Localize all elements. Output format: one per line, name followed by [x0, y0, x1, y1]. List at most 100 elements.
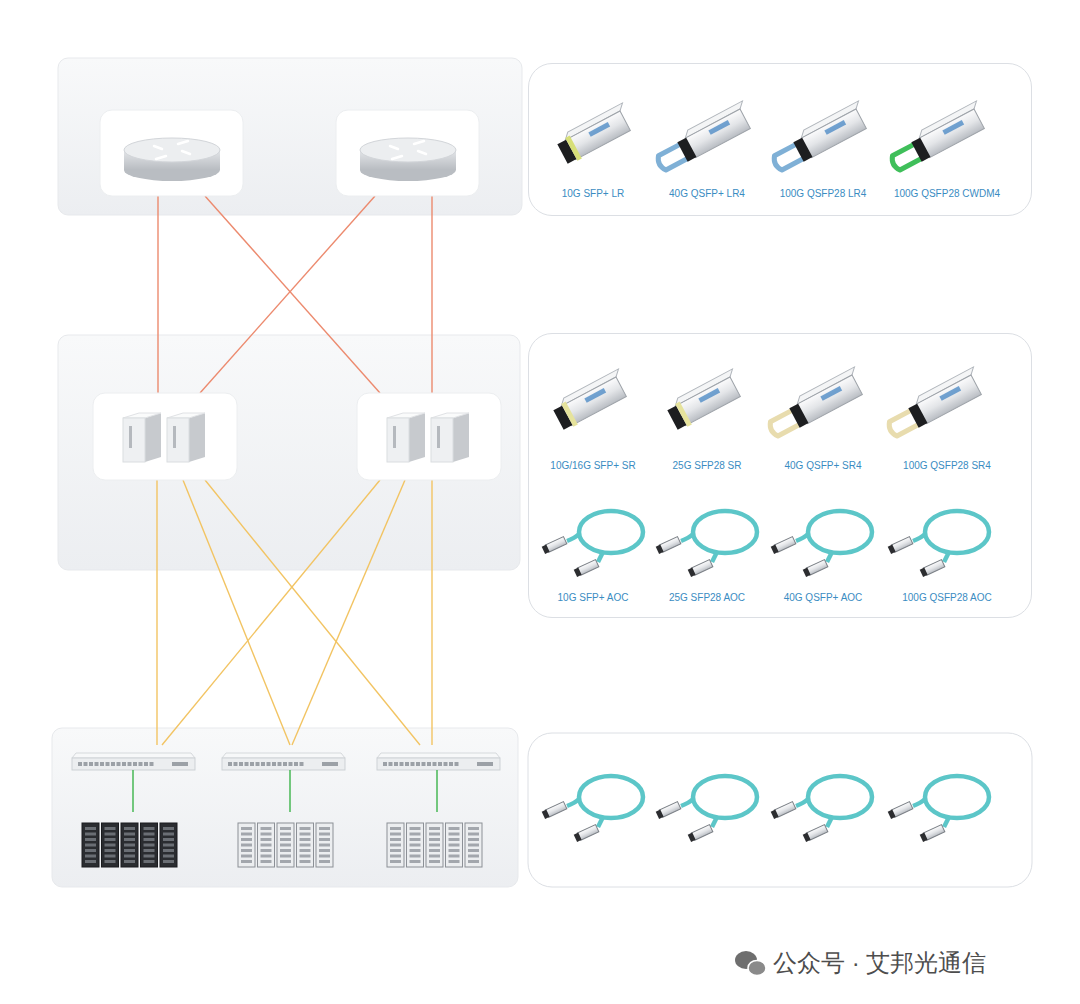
router-top: [124, 138, 220, 162]
product-label: 100G QSFP28 CWDM4: [894, 188, 1000, 200]
cable-tail: [712, 552, 717, 562]
product-label: 100G QSFP28 LR4: [780, 188, 867, 200]
rack-slot: [280, 844, 291, 847]
switch-cube: [167, 413, 205, 462]
rack-slot: [124, 849, 135, 852]
aoc-connector: [803, 825, 828, 842]
aoc-connector: [542, 802, 567, 819]
switch-port: [278, 762, 282, 766]
cable-panel: [528, 733, 1032, 887]
switch-port: [111, 762, 115, 766]
rack-slot: [449, 860, 460, 863]
switch-port: [383, 762, 387, 766]
rack-slot: [468, 849, 479, 852]
rack-body: [121, 823, 138, 867]
cable-tail: [944, 552, 949, 562]
server-rack: [387, 823, 404, 867]
connector-tip: [574, 568, 582, 577]
rack-body: [297, 823, 314, 867]
aoc-connector: [688, 825, 713, 842]
server-link: [132, 770, 133, 812]
cube-front: [123, 418, 145, 462]
switch-top: [72, 753, 195, 758]
switch-port: [449, 762, 453, 766]
server-rack: [446, 823, 463, 867]
switch-box: [93, 393, 237, 480]
aoc-connector: [771, 537, 796, 554]
aoc-connector: [771, 802, 796, 819]
cube-side: [145, 413, 161, 462]
rack-slot: [261, 844, 272, 847]
server-rack: [160, 823, 177, 867]
aoc-cable: [542, 511, 643, 577]
rack-body: [160, 823, 177, 867]
cube-side: [189, 413, 205, 462]
aggregation-link: [205, 480, 420, 745]
aoc-connector: [656, 802, 681, 819]
rack-slot: [261, 827, 272, 830]
rack-slot: [300, 849, 311, 852]
switch-port: [150, 762, 154, 766]
module-sticker: [584, 388, 606, 403]
router-icon: [124, 138, 220, 181]
cable-loop: [925, 511, 989, 553]
module-body: [919, 109, 984, 158]
aoc-cable: [542, 776, 643, 842]
transceiver-module: [764, 367, 868, 440]
switch-port: [139, 762, 143, 766]
cable-tail: [567, 534, 579, 541]
server-rack: [297, 823, 314, 867]
rack-body: [465, 823, 482, 867]
connector-tip: [688, 568, 696, 577]
server-rack: [407, 823, 424, 867]
rack-slot: [124, 827, 135, 830]
rack-slot: [241, 838, 252, 841]
server-rack: [102, 823, 119, 867]
rack-slot: [241, 844, 252, 847]
rack-slot: [105, 849, 116, 852]
cable-tail: [796, 534, 808, 541]
rack-slot: [241, 833, 252, 836]
aoc-connector: [888, 537, 913, 554]
product-label: 40G QSFP+ LR4: [669, 188, 745, 200]
rack-body: [258, 823, 275, 867]
switch-port: [228, 762, 232, 766]
cable-tail: [913, 799, 925, 806]
switch-port: [106, 762, 110, 766]
access-switch: [377, 753, 500, 770]
connector-tip: [656, 810, 664, 819]
connector-tip: [803, 568, 811, 577]
switch-port: [95, 762, 99, 766]
transceiver-module: [768, 101, 872, 174]
rack-slot: [241, 827, 252, 830]
router-arrows: [154, 141, 190, 159]
latch: [565, 136, 582, 161]
switch-port: [438, 762, 442, 766]
connector-tip: [574, 833, 582, 842]
aggregation-link: [292, 480, 405, 745]
short-reach-panel: 10G/16G SFP+ SR25G SFP28 SR40G QSFP+ SR4…: [528, 333, 1032, 618]
connector-tip: [542, 545, 550, 554]
module-body: [916, 375, 981, 424]
rack-slot: [429, 827, 440, 830]
module-port: [789, 404, 808, 428]
product-label: 25G SFP28 AOC: [669, 592, 745, 604]
cube-front: [387, 418, 409, 462]
rack-slot: [85, 860, 96, 863]
switch-port: [84, 762, 88, 766]
rack-slot: [429, 833, 440, 836]
product-label: 40G QSFP+ AOC: [784, 592, 863, 604]
rack-slot: [468, 838, 479, 841]
rack-slot: [390, 860, 401, 863]
server-rack: [277, 823, 294, 867]
router-arrows: [390, 141, 426, 159]
rack-slot: [319, 855, 330, 858]
rack-slot: [449, 844, 460, 847]
module-port: [911, 138, 930, 162]
core-link: [431, 196, 432, 393]
cable-tail: [827, 552, 832, 562]
module-port: [677, 138, 696, 162]
cable-tail: [944, 817, 949, 827]
wechat-icon: [735, 951, 766, 976]
cube-slot: [129, 426, 132, 448]
